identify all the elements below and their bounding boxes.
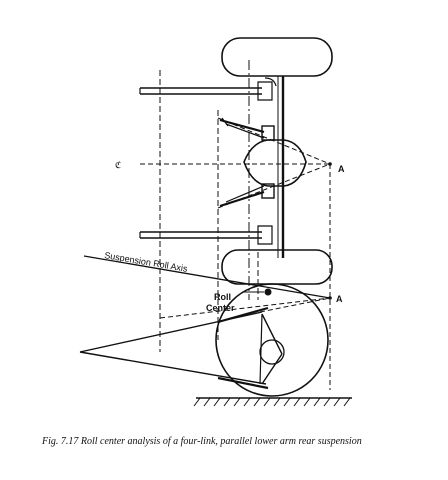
top-construction-lines — [140, 117, 331, 390]
roll-axis-label: Suspension Roll Axis — [104, 250, 189, 274]
lower-rod-bracket — [257, 225, 273, 245]
roll-center-point — [264, 288, 272, 296]
point-a-top-label: A — [338, 164, 345, 174]
centerline-mark: ℭ — [115, 160, 121, 170]
axle-hub — [259, 339, 285, 365]
side-wheel — [215, 283, 329, 397]
side-lower-link — [79, 351, 269, 390]
roll-axis-line — [83, 255, 331, 299]
figure-caption: Fig. 7.17 Roll center analysis of a four… — [42, 436, 362, 447]
roll-center-label-line1: Roll — [214, 292, 231, 302]
differential — [243, 139, 307, 187]
upper-diagonal-link — [219, 117, 275, 141]
point-a-bottom-label: A — [336, 294, 343, 304]
point-a-bottom-marker — [328, 296, 332, 300]
ground-hatch — [193, 397, 351, 407]
point-a-top-marker — [328, 162, 332, 166]
lower-diagonal-link — [219, 183, 275, 208]
upper-rod-bracket — [257, 81, 273, 101]
roll-center-label-line2: Center — [206, 303, 235, 313]
side-upper-link — [79, 306, 269, 353]
top-tire — [221, 37, 333, 77]
bottom-tire-plan — [221, 249, 333, 285]
